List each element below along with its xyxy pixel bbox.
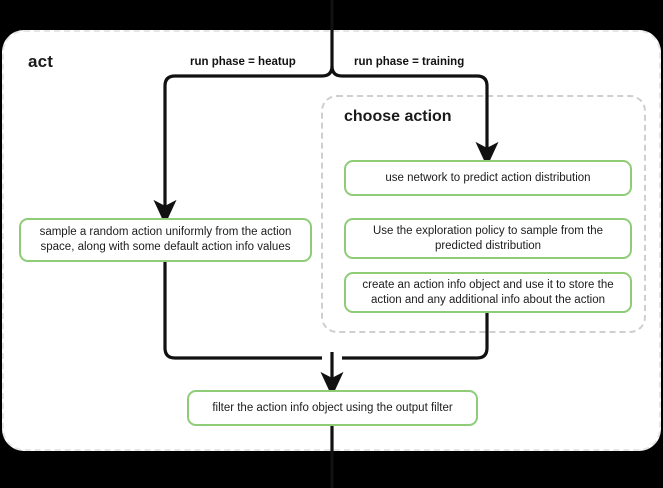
node-create-action-info-label: create an action info object and use it … — [362, 278, 614, 306]
node-create-action-info[interactable]: create an action info object and use it … — [344, 272, 632, 313]
act-container-title: act — [28, 52, 54, 71]
branch-label-heatup: run phase = heatup — [190, 56, 296, 68]
node-filter-output[interactable]: filter the action info object using the … — [187, 390, 478, 426]
node-sample-random-action[interactable]: sample a random action uniformly from th… — [19, 218, 312, 262]
node-use-network-predict-label: use network to predict action distributi… — [385, 171, 591, 184]
node-sample-random-action-label: sample a random action uniformly from th… — [39, 226, 292, 253]
choose-action-title: choose action — [344, 108, 452, 125]
node-exploration-policy-label: Use the exploration policy to sample fro… — [372, 224, 604, 252]
node-filter-output-label: filter the action info object using the … — [212, 401, 453, 414]
node-exploration-policy[interactable]: Use the exploration policy to sample fro… — [344, 218, 632, 259]
node-use-network-predict[interactable]: use network to predict action distributi… — [344, 160, 632, 196]
branch-label-training: run phase = training — [354, 56, 465, 68]
